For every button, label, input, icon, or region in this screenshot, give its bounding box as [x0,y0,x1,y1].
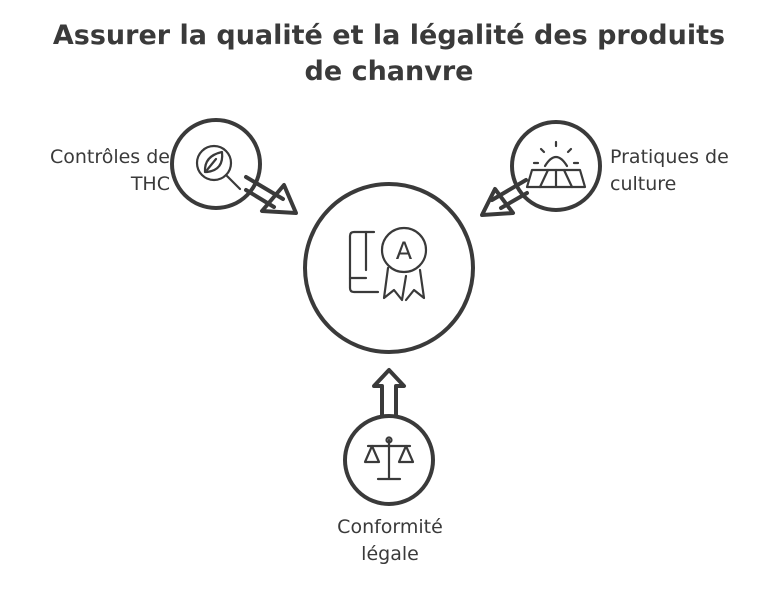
node-cultivation-practices [480,120,602,217]
node-thc-controls [170,118,298,215]
label-culture-line-1: Pratiques de [610,146,729,168]
legal-node-circle [343,414,435,506]
center-hub: A [303,182,475,354]
label-legal-line-2: légale [361,543,419,565]
label-legal-compliance: Conformité légale [290,514,490,568]
label-legal-line-1: Conformité [337,516,443,538]
node-legal-compliance [343,368,435,506]
label-culture-line-2: culture [610,173,677,195]
label-cultivation-practices: Pratiques de culture [610,144,770,198]
title-line-2: de chanvre [304,56,474,87]
quality-certificate-icon: A [348,226,428,302]
scales-icon [363,436,415,481]
thc-node-circle [170,118,262,210]
label-thc-line-2: THC [130,173,170,195]
sunrise-field-icon [525,140,587,189]
leaf-magnifier-icon [195,144,242,191]
title-line-1: Assurer la qualité et la légalité des pr… [52,20,726,51]
culture-node-circle [510,120,602,212]
label-thc-controls: Contrôles de THC [10,144,170,198]
arrow-right-to-center [480,178,529,217]
arrow-left-to-center [244,175,298,215]
center-circle [303,182,475,354]
label-thc-line-1: Contrôles de [49,146,170,168]
badge-letter: A [396,237,413,265]
arrow-bottom-to-center [372,368,406,418]
diagram-title: Assurer la qualité et la légalité des pr… [0,18,778,90]
